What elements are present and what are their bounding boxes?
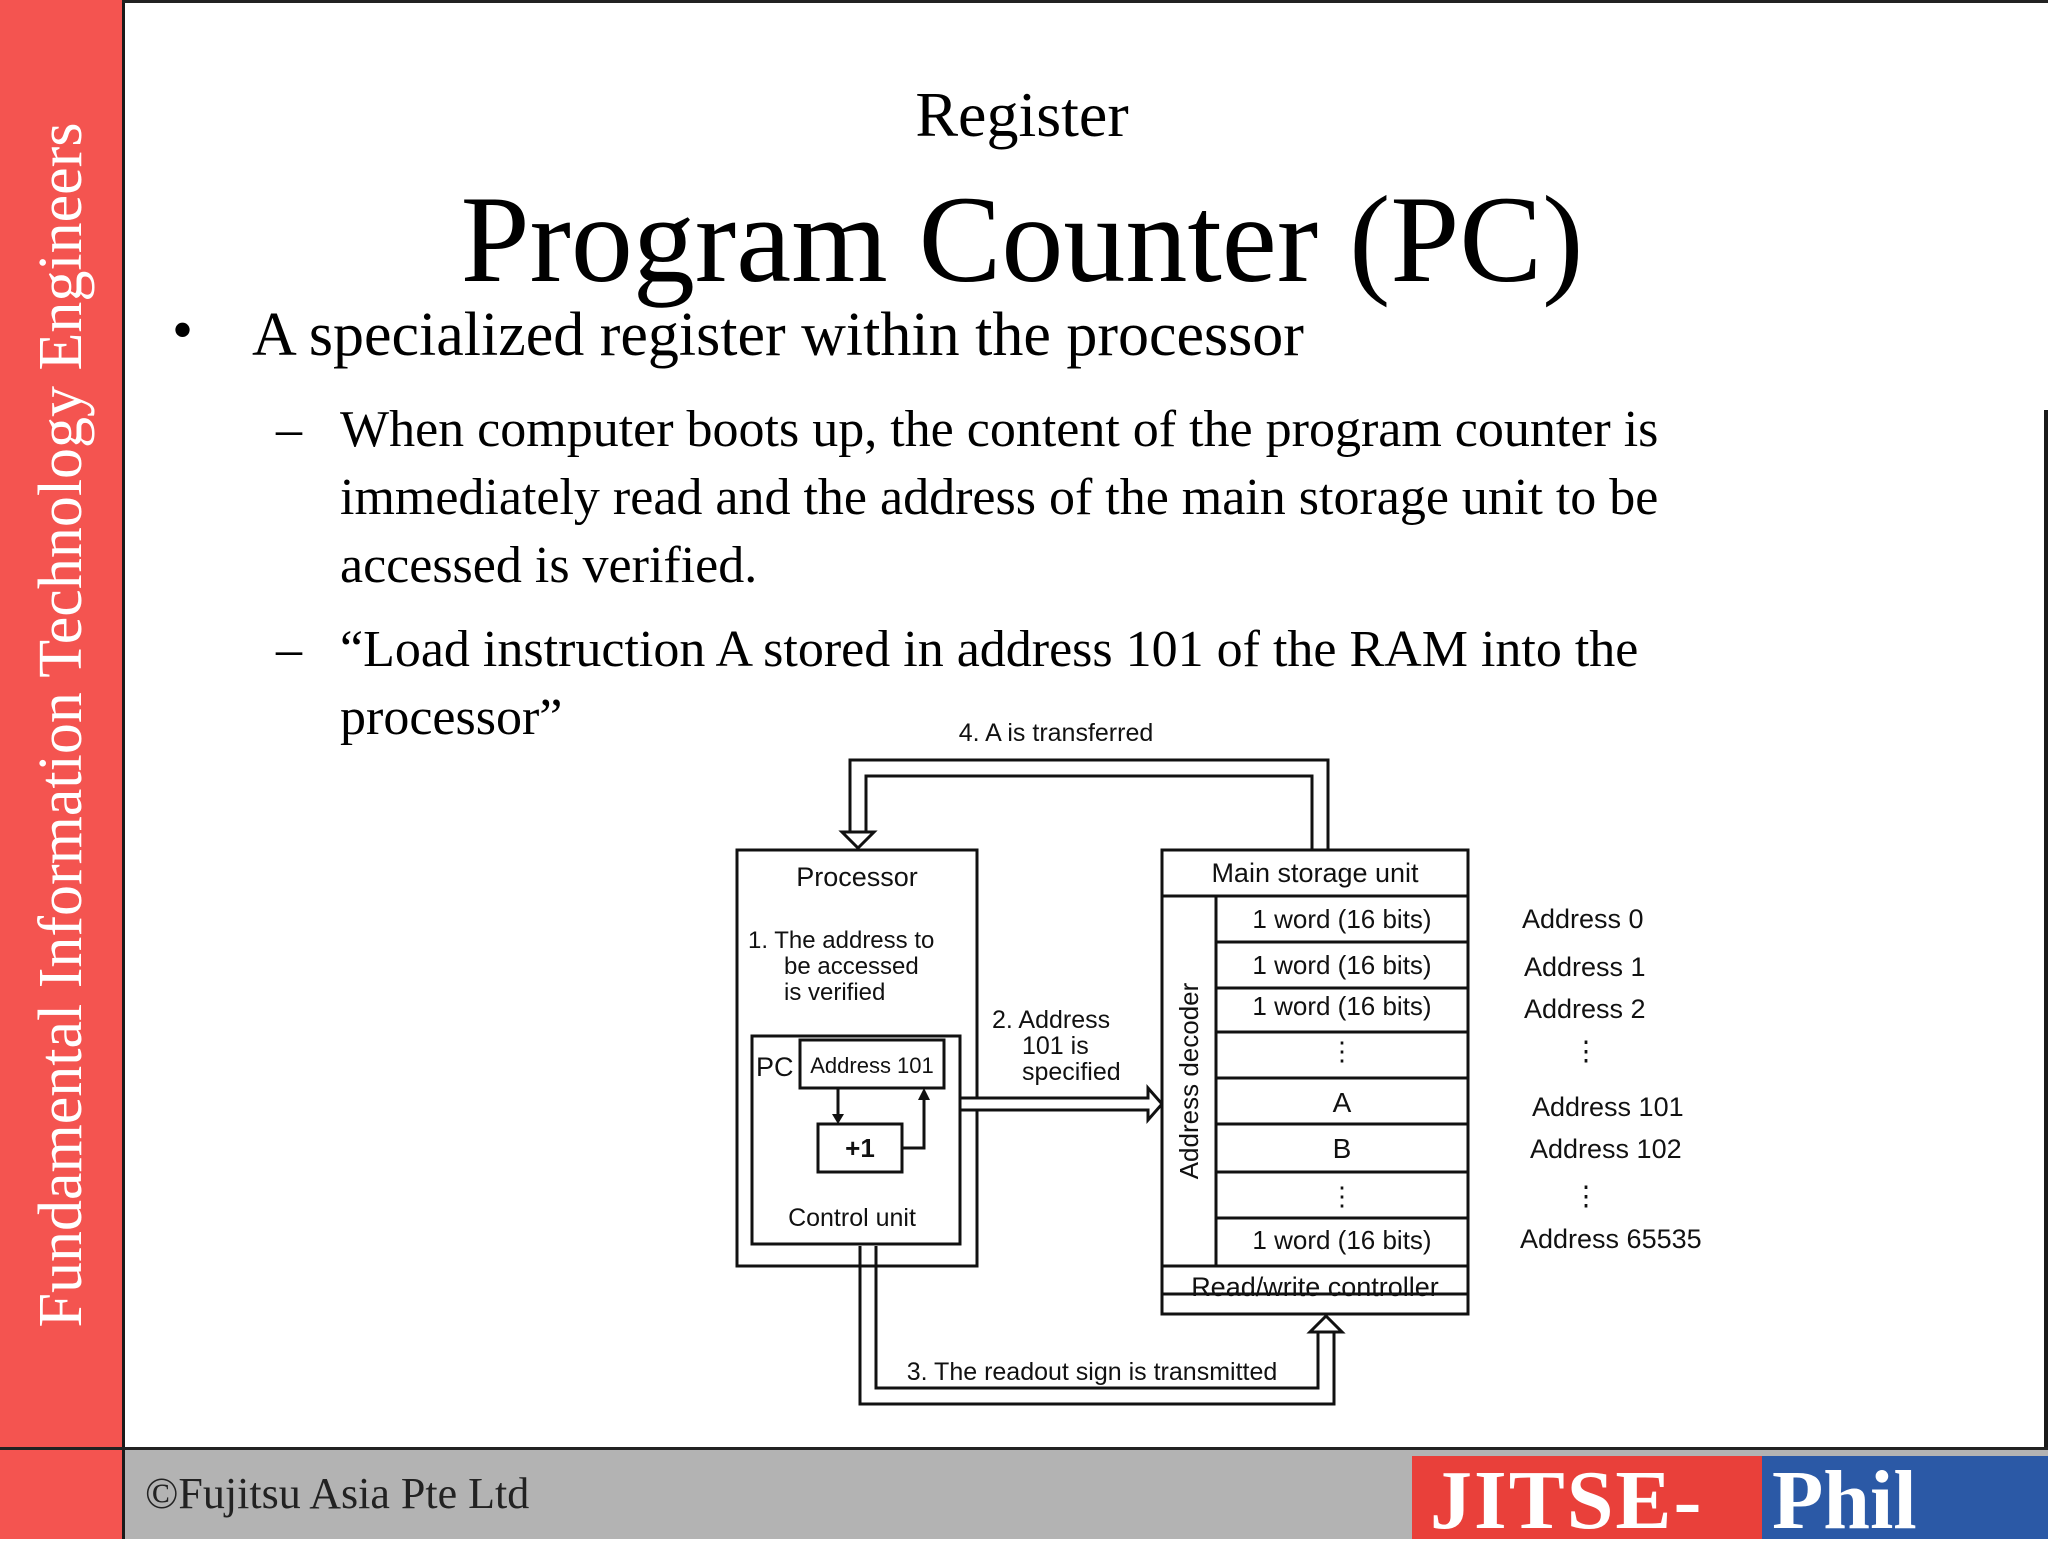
pc-register bbox=[798, 1038, 946, 1090]
transfer-path-inner bbox=[864, 774, 1314, 850]
copyright-text: ©Fujitsu Asia Pte Ltd bbox=[145, 1469, 530, 1518]
control-unit-label: Control unit bbox=[788, 1204, 916, 1232]
processor-label: Processor bbox=[796, 862, 918, 892]
pc-register-value: Address 101 bbox=[810, 1053, 934, 1078]
increment-to-pc-line bbox=[902, 1096, 926, 1150]
memory-cell-ellipsis: ⋮ bbox=[1329, 1036, 1355, 1066]
rw-controller-label: Read/write controller bbox=[1191, 1272, 1439, 1302]
rw-controller-box bbox=[1160, 1264, 1470, 1316]
sub-bullet-load: “Load instruction A stored in address 10… bbox=[340, 621, 1639, 746]
pc-to-increment-arrow bbox=[832, 1114, 844, 1124]
sub-bullet-dash: – bbox=[276, 401, 302, 458]
step4-label: 4. A is transferred bbox=[959, 719, 1154, 747]
main-bullet: A specialized register within the proces… bbox=[252, 301, 1304, 369]
slide-title: Program Counter (PC) bbox=[460, 171, 1584, 308]
increment-box bbox=[816, 1122, 904, 1174]
address-label: Address 2 bbox=[1524, 994, 1646, 1024]
top-border bbox=[122, 0, 2048, 3]
footer-sidebar-block bbox=[0, 1450, 125, 1539]
main-storage-label: Main storage unit bbox=[1211, 858, 1419, 888]
step2-line2: 101 is bbox=[1022, 1032, 1089, 1060]
memory-cell: 1 word (16 bits) bbox=[1252, 1225, 1431, 1255]
memory-cell-ellipsis: ⋮ bbox=[1329, 1181, 1355, 1211]
step2-arrow bbox=[958, 1084, 1164, 1124]
main-storage-box bbox=[1160, 848, 1470, 1296]
address-label: Address 0 bbox=[1522, 904, 1644, 934]
transfer-path-outer bbox=[848, 758, 1330, 850]
logo-left-part: JITSE- bbox=[1412, 1456, 1762, 1546]
address-label: Address 102 bbox=[1530, 1134, 1682, 1164]
sidebar-banner-text: Fundamental Information Technology Engin… bbox=[27, 122, 95, 1328]
jitse-phil-logo: JITSE- Phil bbox=[1412, 1456, 2048, 1546]
bullet-glyph: • bbox=[172, 297, 194, 363]
address-label: Address 101 bbox=[1532, 1092, 1684, 1122]
transfer-arrow-head bbox=[838, 830, 878, 851]
pc-label: PC bbox=[756, 1052, 794, 1082]
footer-bar: ©Fujitsu Asia Pte Ltd JITSE- Phil bbox=[0, 1447, 2048, 1546]
memory-cell-b: B bbox=[1333, 1133, 1352, 1164]
pc-diagram: 4. A is transferred Processor 1. The add… bbox=[735, 719, 1702, 1406]
step3-label: 3. The readout sign is transmitted bbox=[907, 1358, 1278, 1386]
readout-path-outer bbox=[858, 1246, 1336, 1406]
step1-line1: 1. The address to bbox=[748, 927, 934, 954]
memory-cell: 1 word (16 bits) bbox=[1252, 950, 1431, 980]
address-ellipsis: ⋮ bbox=[1573, 1181, 1600, 1211]
memory-cell: 1 word (16 bits) bbox=[1252, 904, 1431, 934]
step1-line2: be accessed bbox=[784, 953, 919, 980]
address-label: Address 65535 bbox=[1520, 1224, 1702, 1254]
sub-bullet-dash: – bbox=[276, 621, 302, 678]
readout-path-inner bbox=[874, 1246, 1320, 1390]
address-ellipsis: ⋮ bbox=[1573, 1036, 1600, 1066]
increment-to-pc-arrow bbox=[918, 1088, 930, 1100]
sidebar-banner: Fundamental Information Technology Engin… bbox=[0, 0, 125, 1450]
step1-line3: is verified bbox=[784, 979, 885, 1006]
address-label: Address 1 bbox=[1524, 952, 1646, 982]
step2-line1: 2. Address bbox=[992, 1006, 1110, 1034]
step2-line3: specified bbox=[1022, 1058, 1121, 1086]
memory-cell-a: A bbox=[1333, 1087, 1352, 1118]
memory-cell-grid bbox=[1216, 940, 1468, 1220]
address-decoder-label: Address decoder bbox=[1174, 982, 1204, 1179]
memory-cell: 1 word (16 bits) bbox=[1252, 991, 1431, 1021]
sub-bullet-boot: When computer boots up, the content of t… bbox=[340, 401, 1659, 594]
increment-label: +1 bbox=[845, 1133, 875, 1163]
logo-right-part: Phil bbox=[1762, 1456, 2048, 1546]
right-border bbox=[2044, 410, 2048, 1450]
readout-arrow-head bbox=[1306, 1313, 1346, 1334]
slide-subtitle: Register bbox=[915, 79, 1129, 150]
